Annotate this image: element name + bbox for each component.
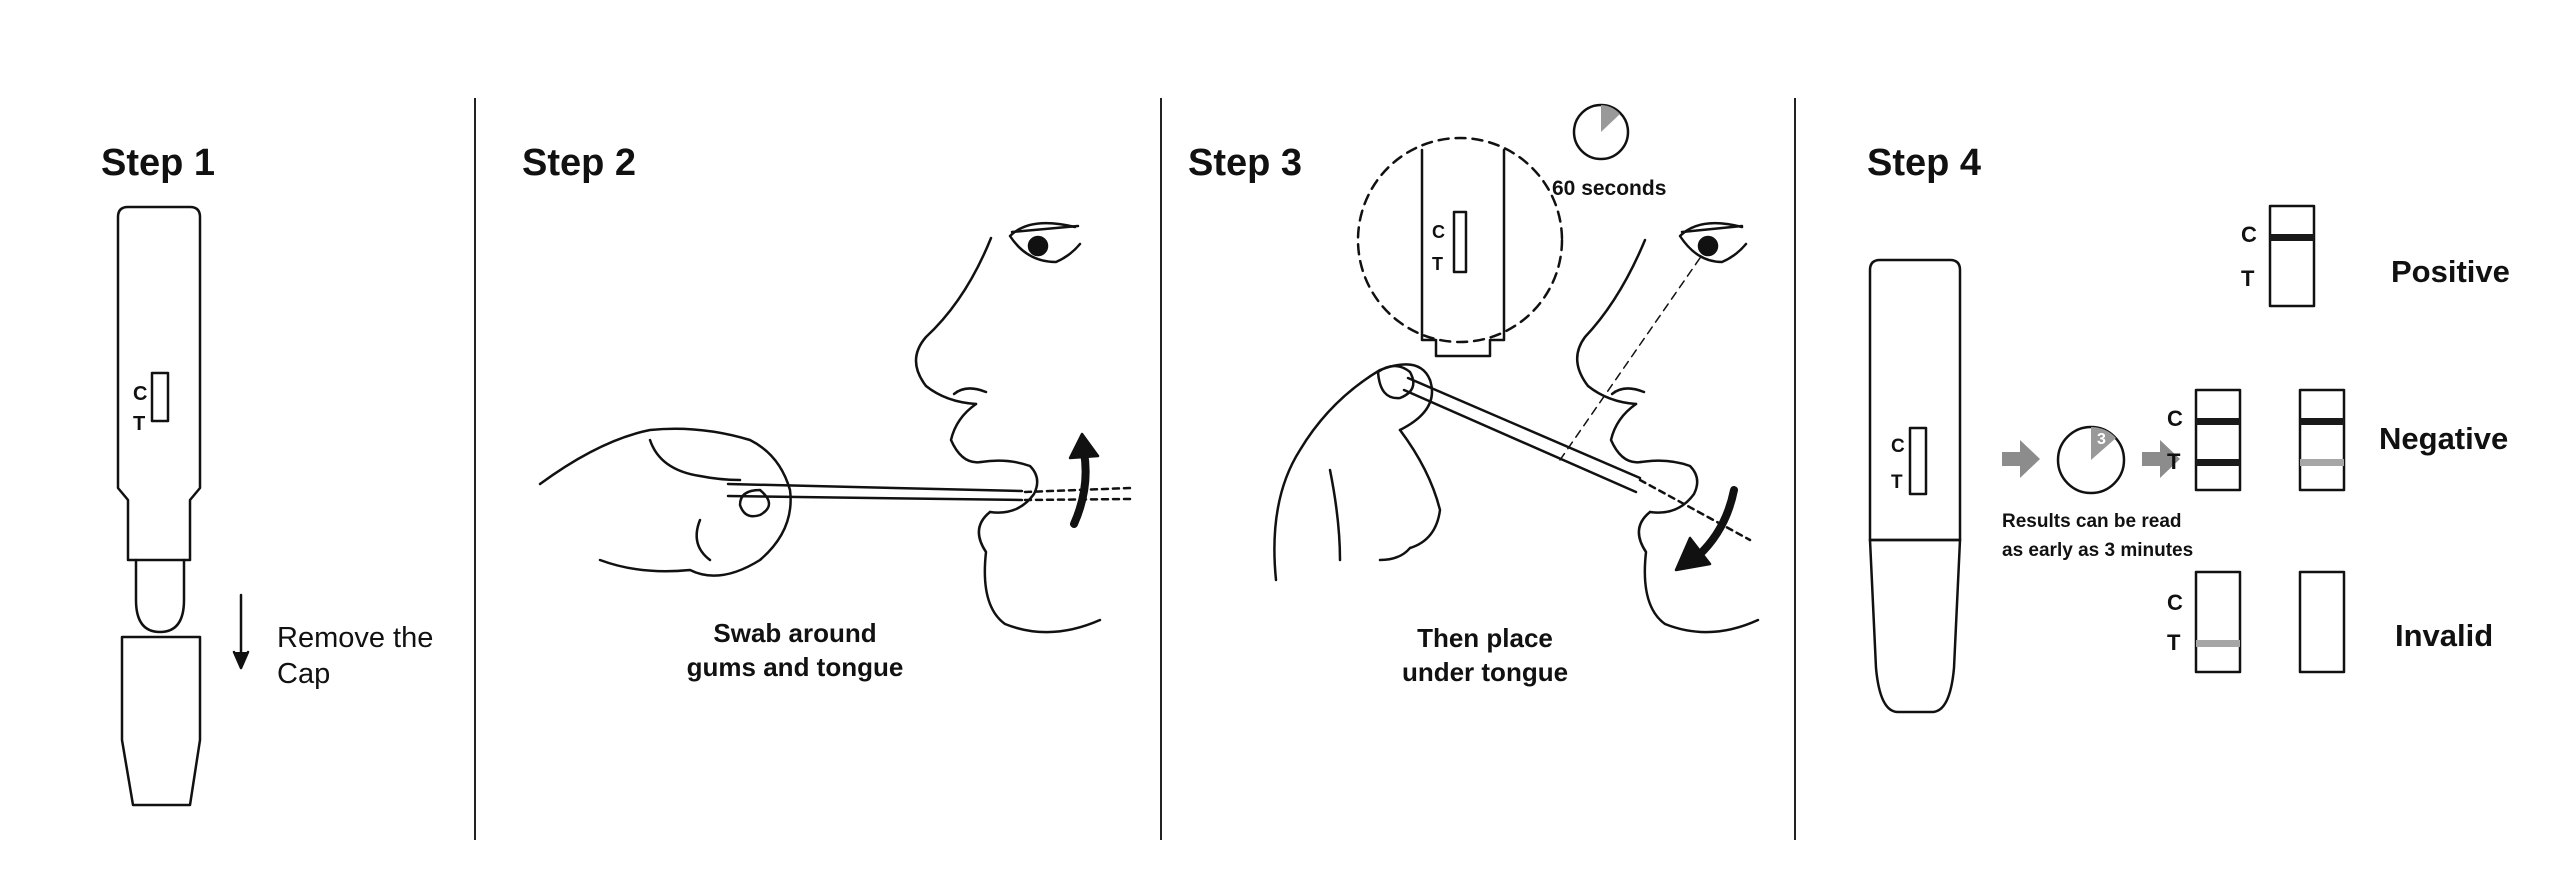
zoom-label-t: T [1432,254,1443,274]
read-time-note: Results can be read as early as 3 minute… [2002,508,2193,565]
timer-60-label: 60 seconds [1552,177,1667,200]
swab-stick [1404,378,1750,540]
caption-line: gums and tongue [686,651,904,682]
step-1-title: Step 1 [101,142,216,184]
negative-label-t: T [2167,449,2181,474]
timer-3min-icon [2058,427,2124,493]
invalid-label-t: T [2167,630,2181,655]
caption-line: Then place [1417,623,1553,653]
instruction-line: Remove the [277,622,434,654]
result-strip-invalid [2196,572,2344,672]
result-label-positive: Positive [2391,254,2510,289]
instruction-line: Cap [277,658,331,691]
step-divider [1160,98,1162,840]
note-line: as early as 3 minutes [2002,539,2194,561]
note-line: Results can be read [2002,511,2182,532]
positive-label-c: C [2241,222,2257,247]
device-label-t: T [133,413,146,435]
gray-arrow-icon [2002,440,2180,478]
test-device-body [118,207,200,632]
step-2-title: Step 2 [522,142,637,184]
step-divider [1794,98,1796,840]
result-label-invalid: Invalid [2395,618,2494,653]
face-profile [1560,223,1758,632]
device-label-t: T [1891,472,1903,493]
caption-line: Swab around [713,618,877,648]
down-arrow-icon [234,595,248,668]
device-cap [122,637,200,805]
positive-label-t: T [2241,266,2255,291]
swab-stick [728,484,1130,500]
step-1-instruction: Remove the Cap [277,620,433,693]
hand-holding-swab [540,429,791,576]
hand-holding-swab [1274,364,1440,580]
timer-digit: 3 [2097,431,2106,448]
negative-label-c: C [2167,406,2183,431]
invalid-label-c: C [2167,590,2183,615]
test-device-body [1870,260,1960,712]
step-3-title: Step 3 [1188,142,1303,184]
curved-down-arrow-icon [1676,490,1734,570]
step-3-caption: Then place under tongue [1350,622,1620,690]
device-label-c: C [1891,436,1905,457]
step-divider [474,98,476,840]
zoomed-device-window [1358,138,1562,356]
caption-line: under tongue [1401,656,1569,687]
result-strip-positive [2270,206,2314,306]
step-4-title: Step 4 [1867,142,1982,184]
result-strip-negative [2196,390,2344,490]
face-profile [916,223,1100,632]
step-2-caption: Swab around gums and tongue [660,617,930,685]
curved-up-arrow-icon [1070,434,1098,524]
device-label-c: C [133,383,148,405]
result-label-negative: Negative [2379,421,2509,456]
zoom-label-c: C [1432,222,1445,242]
timer-60s-icon [1574,105,1628,159]
